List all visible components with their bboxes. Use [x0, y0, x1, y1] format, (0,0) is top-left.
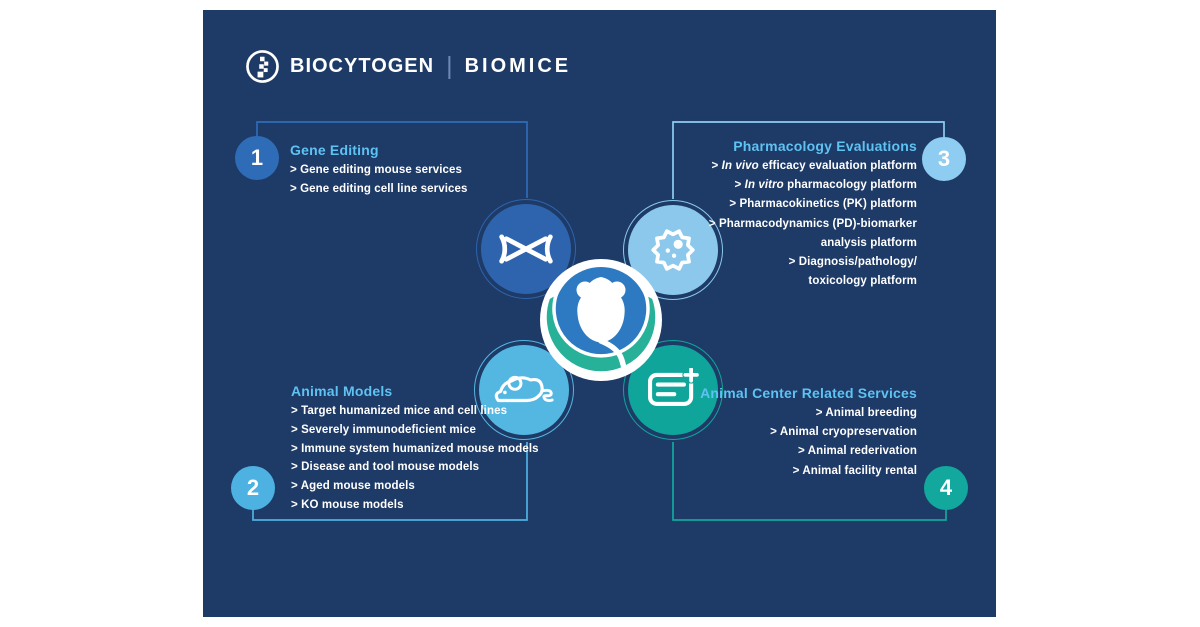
section-title: Animal Models — [291, 383, 393, 399]
product-name: BIOMICE — [464, 54, 572, 77]
list-item: > Gene editing cell line services — [290, 182, 468, 195]
dna-icon — [499, 234, 553, 264]
list-item: > Severely immunodeficient mice — [291, 423, 476, 436]
list-item: > Disease and tool mouse models — [291, 461, 480, 474]
list-item: > KO mouse models — [291, 498, 404, 511]
biomice-mouse-logo — [543, 267, 659, 375]
list-item-continuation: toxicology platform — [808, 275, 917, 288]
list-item: > Animal breeding — [815, 407, 917, 419]
logo-divider: | — [446, 51, 453, 80]
section-pharmacology-evaluations: Pharmacology Evaluations > In vivo effic… — [709, 139, 917, 291]
list-item: > Pharmacodynamics (PD)-biomarker — [708, 217, 917, 230]
section-title: Pharmacology Evaluations — [733, 138, 917, 154]
cage-card-icon — [647, 368, 700, 406]
list-item-continuation: analysis platform — [820, 236, 917, 249]
brand-name: BIOCYTOGEN — [290, 54, 435, 77]
section-title: Animal Center Related Services — [700, 385, 917, 401]
brand-logo: BIOCYTOGEN | BIOMICE — [245, 46, 571, 86]
step-badge-4: 4 — [924, 466, 968, 510]
list-item: > Animal cryopreservation — [770, 426, 917, 439]
step-badge-3: 3 — [922, 137, 966, 181]
list-item: > In vitro pharmacology platform — [734, 179, 917, 192]
list-item: > Animal facility rental — [792, 464, 917, 477]
list-item: > Gene editing mouse services — [290, 164, 462, 176]
list-item: > Pharmacokinetics (PK) platform — [729, 198, 917, 211]
virus-cell-icon — [651, 229, 695, 271]
list-item: > In vivo efficacy evaluation platform — [711, 160, 917, 172]
list-item: > Diagnosis/pathology/ — [788, 256, 917, 269]
section-gene-editing: Gene Editing > Gene editing mouse servic… — [290, 143, 468, 198]
section-title: Gene Editing — [290, 142, 379, 158]
section-animal-models: Animal Models > Target humanized mice an… — [291, 384, 539, 515]
step-badge-2: 2 — [231, 466, 275, 510]
list-item: > Target humanized mice and cell lines — [291, 405, 508, 417]
list-item: > Aged mouse models — [291, 480, 415, 493]
mouse-side-icon — [494, 375, 554, 403]
list-item: > Immune system humanized mouse models — [291, 442, 539, 455]
center-logo-badge — [540, 259, 662, 381]
section-animal-center-services: Animal Center Related Services > Animal … — [700, 386, 917, 481]
list-item: > Animal rederivation — [798, 445, 917, 458]
step-badge-1: 1 — [235, 136, 279, 180]
biocytogen-mark-icon — [246, 49, 279, 83]
